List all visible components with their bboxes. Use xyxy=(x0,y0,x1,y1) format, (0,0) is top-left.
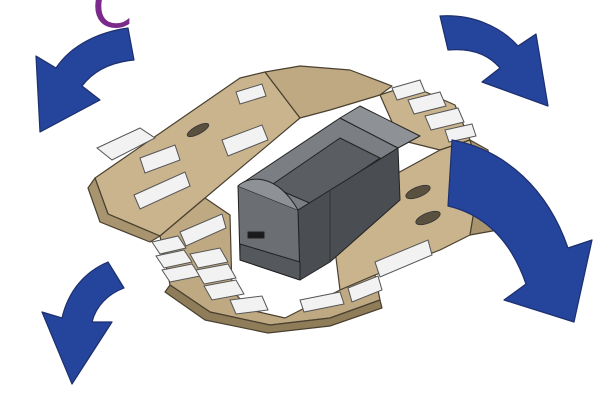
arrow-top-right xyxy=(440,16,548,106)
step-label: C xyxy=(92,0,133,36)
card-output-slot xyxy=(248,232,264,238)
arrow-top-left xyxy=(36,28,134,132)
arrow-bottom-left xyxy=(42,262,124,384)
